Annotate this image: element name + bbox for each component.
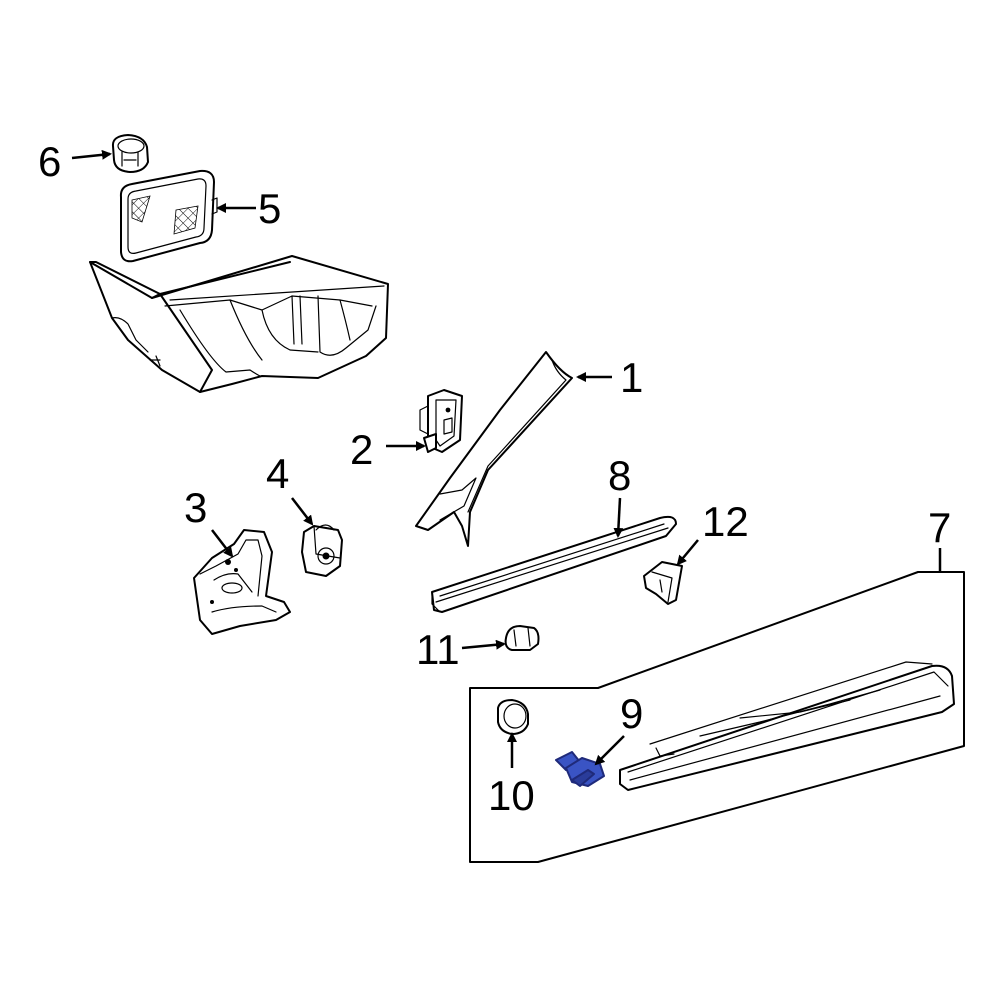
callout-7: 7	[928, 504, 951, 551]
part-11-clip	[504, 625, 540, 651]
part-1-pillar-trim	[415, 351, 573, 547]
part-9-fastener	[555, 751, 605, 787]
part-10-grommet	[497, 699, 529, 735]
callout-labels: 1 2 3 4 5 6 7 8 9 10 11 12	[38, 138, 951, 819]
callout-9: 9	[620, 690, 643, 737]
part-7-group-outline	[469, 571, 965, 863]
part-8-scuff-plate	[431, 515, 677, 613]
callout-3: 3	[184, 484, 207, 531]
part-5-cover-panel	[119, 169, 218, 263]
callout-11: 11	[416, 626, 460, 673]
part-2-bracket	[419, 389, 463, 453]
callout-1: 1	[620, 354, 643, 401]
part-3-kick-panel	[193, 529, 291, 635]
part-4-clip	[301, 524, 343, 577]
upper-trim-panel	[89, 255, 389, 393]
part-7-sill-plate	[619, 661, 955, 791]
callout-10: 10	[488, 772, 535, 819]
part-6-clip	[111, 134, 149, 173]
callout-4: 4	[266, 450, 289, 497]
callout-6: 6	[38, 138, 61, 185]
callout-leaders	[71, 149, 942, 768]
callout-5: 5	[258, 185, 281, 232]
callout-2: 2	[350, 426, 373, 473]
callout-8: 8	[608, 452, 631, 499]
part-12-retainer	[643, 561, 683, 605]
callout-12: 12	[702, 498, 749, 545]
